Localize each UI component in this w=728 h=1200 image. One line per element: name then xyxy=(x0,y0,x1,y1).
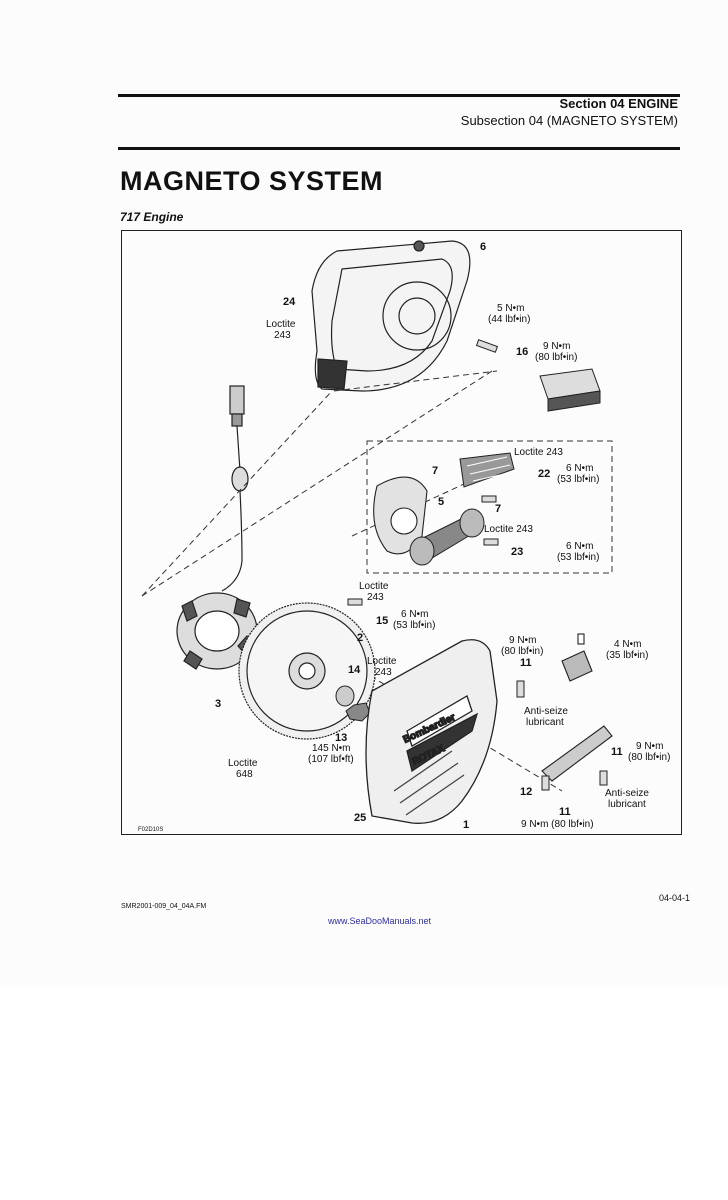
electronic-module-drawing xyxy=(539,368,601,412)
part-number-2: 2 xyxy=(357,632,363,644)
magneto-cover-drawing: Bombardier ROTAX xyxy=(365,639,498,824)
header-rule-top xyxy=(118,94,680,97)
part-number-11-b: 11 xyxy=(611,746,623,758)
screw-16-drawing xyxy=(475,339,499,353)
figure-id: F02D10S xyxy=(138,827,164,833)
loctite-14-label: Loctite xyxy=(367,656,397,667)
loctite-23-label: Loctite 243 xyxy=(484,524,533,535)
coil-6-drawing xyxy=(459,452,515,488)
torque-23-lbf: (53 lbf•in) xyxy=(557,552,599,563)
blank-area xyxy=(0,985,728,1200)
part-number-12: 12 xyxy=(520,786,532,798)
page-title: MAGNETO SYSTEM xyxy=(120,166,384,196)
bolts-drawing xyxy=(347,495,608,791)
coil-7-drawing xyxy=(409,508,485,566)
engine-subtitle: 717 Engine xyxy=(120,210,184,224)
loctite-243-label: Loctite xyxy=(266,319,296,330)
part-number-24: 24 xyxy=(283,296,296,308)
footer-url: www.SeaDooManuals.net xyxy=(328,916,432,926)
torque-11b-nm: 9 N•m xyxy=(636,741,663,752)
torque-11a-nm: 9 N•m xyxy=(509,635,536,646)
torque-15-lbf: (53 lbf•in) xyxy=(393,620,435,631)
page-number: 04-04-1 xyxy=(659,893,691,903)
torque-15-nm: 6 N•m xyxy=(401,609,428,620)
subsection-heading: Subsection 04 (MAGNETO SYSTEM) xyxy=(460,113,678,128)
part-number-15: 15 xyxy=(376,615,388,627)
torque-22-nm: 6 N•m xyxy=(566,463,593,474)
torque-5-nm: 5 N•m xyxy=(497,303,524,314)
part-number-16: 16 xyxy=(516,346,528,358)
antiseize-a-label: Anti-seize xyxy=(524,706,568,717)
nut-washer-drawing xyxy=(335,685,371,722)
torque-13-lbf: (107 lbf•ft) xyxy=(308,754,354,765)
torque-bracket-lbf: (35 lbf•in) xyxy=(606,650,648,661)
wire-harness-drawing xyxy=(221,385,249,592)
torque-13-nm: 145 N•m xyxy=(312,743,351,754)
loctite-243-number: 243 xyxy=(274,330,291,341)
part-number-1: 1 xyxy=(463,819,469,831)
torque-bracket-nm: 4 N•m xyxy=(614,639,641,650)
manual-page: Section 04 ENGINE Subsection 04 (MAGNETO… xyxy=(118,94,691,926)
section-heading: Section 04 ENGINE xyxy=(559,96,678,111)
loctite-22-label: Loctite 243 xyxy=(514,447,563,458)
stator-drawing xyxy=(176,592,258,670)
part-number-4: 5 xyxy=(438,496,444,508)
torque-5-lbf: (44 lbf•in) xyxy=(488,314,530,325)
torque-22-lbf: (53 lbf•in) xyxy=(557,474,599,485)
part-number-7: 7 xyxy=(495,503,501,515)
header-rule-bottom xyxy=(118,147,680,150)
document-id: SMR2001-009_04_04A.FM xyxy=(121,903,207,910)
torque-16-nm: 9 N•m xyxy=(543,341,570,352)
antiseize-b-lubricant: lubricant xyxy=(608,799,646,810)
loctite-15-number: 243 xyxy=(367,592,384,603)
loctite-15-label: Loctite xyxy=(359,581,389,592)
magneto-housing-drawing xyxy=(311,240,471,392)
torque-11c-inline: 9 N•m (80 lbf•in) xyxy=(521,819,594,830)
part-number-11-a: 11 xyxy=(520,657,532,669)
torque-11a-lbf: (80 lbf•in) xyxy=(501,646,543,657)
part-number-22: 22 xyxy=(538,468,550,480)
bracket-drawing xyxy=(541,633,613,782)
torque-11b-lbf: (80 lbf•in) xyxy=(628,752,670,763)
part-number-14: 14 xyxy=(348,664,361,676)
magneto-diagram-svg: Bombardier ROTAX 6 24 16 7 xyxy=(141,240,670,831)
part-number-11-c: 11 xyxy=(559,806,571,818)
part-number-13: 13 xyxy=(335,732,347,744)
trigger-plate-drawing xyxy=(373,476,428,555)
part-number-6: 7 xyxy=(432,465,438,477)
loctite-648-number: 648 xyxy=(236,769,253,780)
torque-23-nm: 6 N•m xyxy=(566,541,593,552)
antiseize-a-lubricant: lubricant xyxy=(526,717,564,728)
antiseize-b-label: Anti-seize xyxy=(605,788,649,799)
part-number-23: 23 xyxy=(511,546,523,558)
part-number-3: 3 xyxy=(215,698,221,710)
loctite-14-number: 243 xyxy=(375,667,392,678)
part-number-5: 6 xyxy=(480,241,486,253)
part-number-25: 25 xyxy=(354,812,366,824)
exploded-view-diagram: Bombardier ROTAX 6 24 16 7 xyxy=(121,230,682,835)
torque-16-lbf: (80 lbf•in) xyxy=(535,352,577,363)
loctite-648-label: Loctite xyxy=(228,758,258,769)
